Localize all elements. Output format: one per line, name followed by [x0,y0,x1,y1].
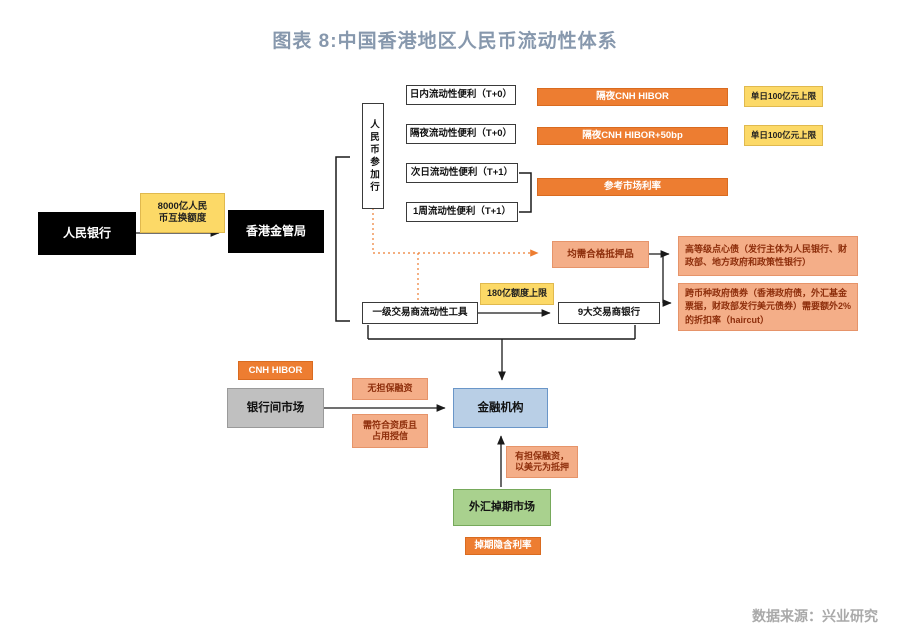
label-cnh-hibor: CNH HIBOR [238,361,313,380]
data-source-note: 数据来源：兴业研究 [752,608,878,624]
node-9-dealer-banks: 9大交易商银行 [558,302,660,324]
node-pboc: 人民银行 [38,212,136,255]
node-facility-nextday: 次日流动性便利（T+1） [406,163,518,183]
label-rate-overnight-plus-50bp: 隔夜CNH HIBOR+50bp [537,127,728,145]
node-primary-dealer-liquidity-tool: 一级交易商流动性工具 [362,302,478,324]
node-financial-institutions: 金融机构 [453,388,548,428]
node-facility-intraday: 日内流动性便利（T+0） [406,85,516,105]
node-hkma: 香港金管局 [228,210,324,253]
node-facility-1week: 1周流动性便利（T+1） [406,202,518,222]
label-rate-overnight-cnh-hibor: 隔夜CNH HIBOR [537,88,728,106]
node-interbank-market: 银行间市场 [227,388,324,428]
chart-title: 图表 8:中国香港地区人民币流动性体系 [272,31,618,52]
label-daily-cap-2: 单日100亿元上限 [744,125,823,146]
label-daily-cap-1: 单日100亿元上限 [744,86,823,107]
label-reference-market-rate: 参考市场利率 [537,178,728,196]
label-secured-financing: 有担保融资， 以美元为抵押 [506,446,578,478]
node-cross-currency-bonds: 跨币种政府债券（香港政府债，外汇基金票据，财政部发行美元债券）需要额外2%的折扣… [678,283,858,331]
node-facility-overnight: 隔夜流动性便利（T+0） [406,124,516,144]
label-swap-quota: 8000亿人民 币互换额度 [140,193,225,233]
label-swap-implied-rate: 掉期隐含利率 [465,537,541,555]
node-fx-swap-market: 外汇掉期市场 [453,489,551,526]
label-cap-180: 180亿额度上限 [480,283,554,305]
node-collateral-required: 均需合格抵押品 [552,241,649,268]
label-qualification-note: 需符合资质且 占用授信 [352,414,428,448]
label-unsecured-financing: 无担保融资 [352,378,428,400]
node-rmb-participating-banks: 人民币参加行 [362,103,384,209]
node-dimsum-bonds: 高等级点心债（发行主体为人民银行、财政部、地方政府和政策性银行） [678,236,858,276]
